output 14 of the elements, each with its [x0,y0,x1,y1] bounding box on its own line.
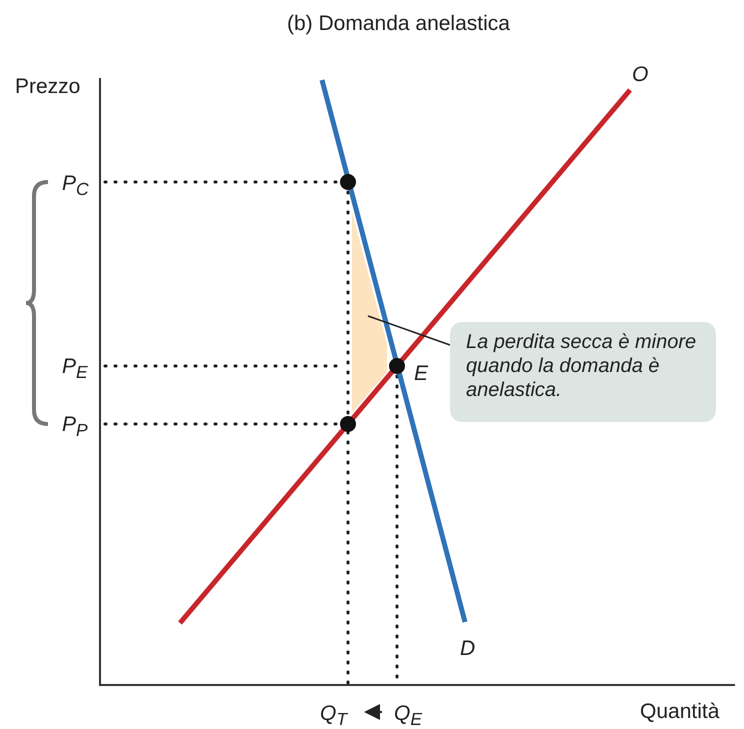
shaded-area [352,212,387,413]
curve-label: D [460,637,476,660]
price-label: P$_{P}$ [62,413,88,440]
quantity-label: Q$_{T}$ [320,702,348,729]
curve-label: O [632,63,648,86]
axis-label: Quantità [640,700,720,724]
chart-title: (b) Domanda anelastica [287,12,510,36]
price-label: P$_{E}$ [62,355,88,382]
leader-line [368,315,450,346]
price-label: P$_{C}$ [62,172,89,200]
quantity-label: Q$_{E}$ [394,702,422,729]
callout-box: La perdita secca è minore quando la domanda è anelastica. [450,322,716,422]
axis-label: Prezzo [15,75,80,98]
point-label: E [414,362,428,386]
